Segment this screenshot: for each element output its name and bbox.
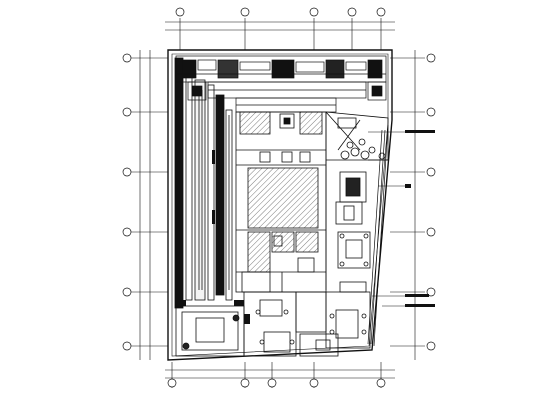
bottom-room-fills [176, 300, 250, 324]
right-dimension-line [390, 50, 425, 360]
bottom-dimension-line [165, 362, 395, 388]
bottom-axis-bubbles [167, 378, 386, 388]
left-fixtures [178, 120, 215, 276]
callout-marks [405, 130, 435, 307]
upper-corridor [207, 81, 367, 113]
reception-lounge [325, 111, 389, 290]
left-axis-bubbles [122, 53, 132, 351]
right-axis-bubbles [426, 53, 436, 351]
top-service-band [175, 55, 387, 101]
bottom-rooms [175, 281, 371, 357]
top-axis-bubbles [175, 7, 386, 17]
left-dimension-line [130, 50, 168, 360]
hatched-rooms [239, 111, 323, 273]
left-corridor-strips [174, 57, 233, 309]
top-dimension-line [165, 18, 395, 50]
callout-leaders [368, 131, 405, 307]
